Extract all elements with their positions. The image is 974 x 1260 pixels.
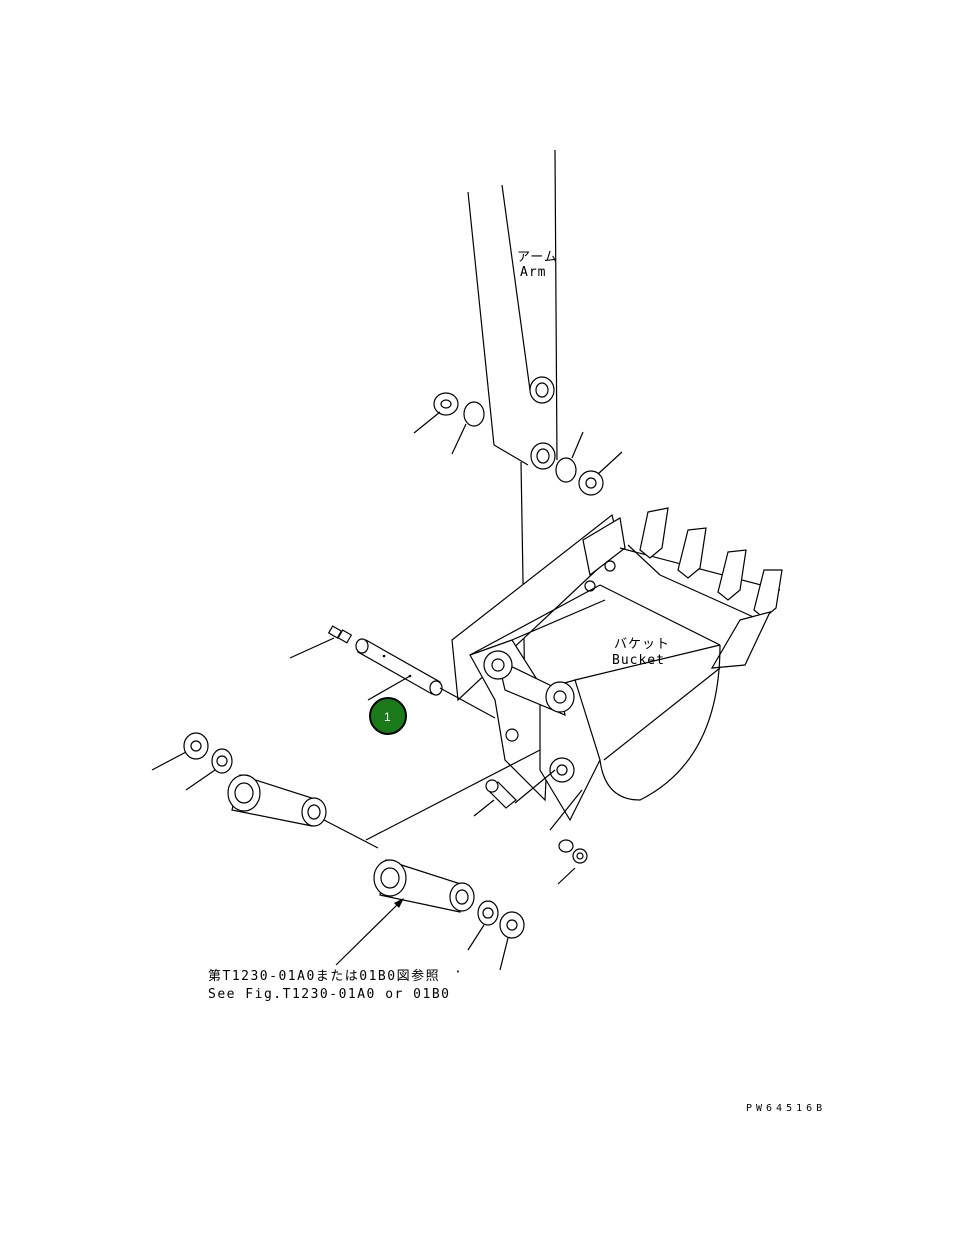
arm-label-en: Arm [520, 265, 546, 280]
reference-text-en: See Fig.T1230-01A0 or 01B0 [208, 987, 451, 1002]
nut-washer [549, 789, 588, 885]
link-upper [227, 774, 327, 827]
link-right-washers [467, 900, 525, 971]
bucket-label-en: Bucket [612, 653, 665, 668]
bucket [451, 507, 783, 822]
callout-1-number: 1 [384, 710, 391, 724]
bucket-teeth [627, 507, 783, 621]
callout-1[interactable]: 1 [369, 697, 407, 735]
link-left-washers [151, 732, 233, 791]
arm-right-washers [555, 431, 623, 496]
bolt [473, 769, 556, 817]
drawing-code: PW64516B [746, 1103, 826, 1114]
reference-dot: · [454, 965, 463, 980]
arm [467, 149, 558, 701]
link-lower [373, 859, 475, 913]
bucket-label-jp: バケット [614, 637, 670, 652]
pin [355, 638, 496, 719]
arm-label-jp: アーム [517, 250, 558, 265]
reference-text-jp: 第T1230-01A0または01B0図参照 [208, 968, 440, 984]
reference-leader [335, 898, 404, 966]
grease-nipple [289, 625, 353, 659]
arm-left-washers [413, 392, 485, 455]
